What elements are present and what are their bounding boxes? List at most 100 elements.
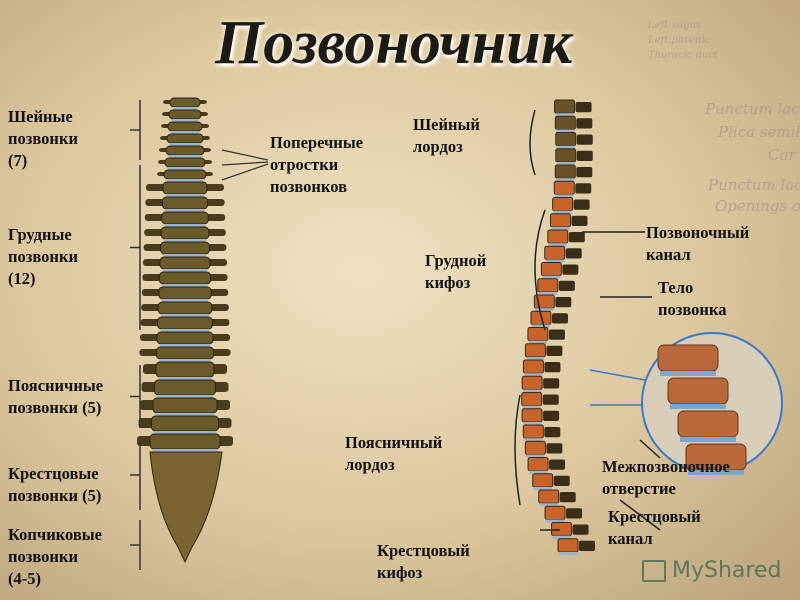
spinous-process: [566, 508, 583, 519]
vertebra: [164, 157, 206, 168]
vertebra: [160, 226, 210, 240]
spinous-process: [544, 362, 561, 373]
bracket-line: [130, 440, 141, 510]
bracket-line: [514, 109, 560, 531]
spinous-process: [562, 264, 579, 275]
spinous-process: [542, 394, 559, 405]
intervertebral-disc: [553, 210, 572, 214]
sacrum: [149, 451, 223, 564]
spinous-process: [565, 248, 582, 259]
vertebra: [162, 181, 208, 195]
vertebral-body: [524, 343, 546, 358]
presentation-icon: [642, 560, 666, 582]
page-title: Позвоночник: [215, 9, 573, 77]
intervertebral-disc: [559, 552, 578, 555]
vertebra: [167, 121, 203, 132]
intervertebral-disc: [163, 269, 207, 272]
spinous-process: [558, 280, 575, 291]
vertebral-body: [544, 245, 566, 260]
bg-text: Plica semil: [718, 123, 800, 141]
vertebral-body: [554, 99, 576, 114]
vertebral-body: [537, 278, 559, 293]
vertebral-body: [524, 440, 546, 455]
label-lumbar-lordosis: Поясничный лордоз: [345, 433, 443, 474]
spinous-process: [576, 134, 593, 145]
label-coccygeal: Копчиковые позвонки (4-5): [8, 525, 102, 588]
vertebral-body: [552, 197, 574, 212]
label-intervertebral-foramen: Межпозвоночное отверстие: [602, 457, 730, 498]
spinous-process: [573, 199, 590, 210]
spinous-process: [551, 313, 568, 324]
intervertebral-disc: [548, 243, 567, 247]
bracket-line: [130, 365, 141, 428]
intervertebral-disc: [538, 292, 557, 295]
label-thoracic: Грудные позвонки (12): [8, 225, 78, 288]
intervertebral-disc: [556, 145, 575, 149]
disc-detail: [688, 470, 744, 475]
bg-text: Thoracic duct: [648, 50, 718, 61]
label-spinal-canal: Позвоночный канал: [646, 223, 750, 264]
vertebral-body: [522, 359, 544, 374]
intervertebral-disc: [164, 239, 206, 242]
vertebral-body: [538, 489, 560, 504]
intervertebral-disc: [170, 143, 200, 146]
vertebral-body: [555, 148, 577, 163]
vertebra: [151, 415, 219, 432]
bracket-line: [130, 520, 141, 570]
intervertebral-disc: [535, 308, 554, 312]
vertebral-body: [522, 424, 544, 439]
intervertebral-disc: [523, 389, 542, 393]
vertebral-body: [521, 375, 543, 390]
label-vertebral-body: Тело позвонка: [658, 278, 727, 319]
bg-text: Openings of: [715, 197, 800, 215]
bg-text: Left phrenic: [648, 35, 711, 46]
intervertebral-disc: [539, 503, 558, 507]
bracket-line: [130, 100, 141, 160]
vertebra: [158, 271, 212, 285]
intervertebral-disc: [522, 405, 541, 409]
intervertebral-disc: [163, 254, 207, 257]
intervertebral-disc: [161, 314, 209, 317]
intervertebral-disc: [542, 275, 561, 279]
intervertebral-disc: [153, 449, 217, 452]
intervertebral-disc: [552, 535, 571, 539]
intervertebral-disc: [157, 395, 213, 398]
spinous-process: [576, 118, 593, 129]
vertebral-body: [554, 164, 576, 179]
vertebra: [163, 169, 207, 180]
intervertebral-disc: [171, 131, 199, 134]
vertebra: [161, 211, 209, 225]
intervertebral-disc: [166, 194, 204, 197]
intervertebral-disc: [162, 284, 208, 287]
bg-text: Punctum lac: [708, 176, 800, 194]
intervertebral-disc: [556, 129, 575, 133]
vertebral-body: [544, 505, 566, 520]
intervertebral-disc: [546, 519, 565, 523]
vertebra: [169, 97, 201, 108]
vertebral-body: [549, 213, 571, 228]
intervertebral-disc: [529, 470, 548, 474]
spinous-process: [553, 475, 570, 486]
spinous-process: [579, 540, 596, 551]
vertebral-body: [532, 473, 554, 488]
spinous-process: [549, 459, 566, 470]
watermark-text: MyShared: [672, 558, 782, 583]
vertebral-body: [554, 115, 576, 130]
label-lumbar: Поясничные позвонки (5): [8, 376, 104, 417]
intervertebral-disc: [556, 162, 575, 165]
label-sacral-kyphosis: Крестцовый кифоз: [377, 541, 470, 582]
vertebral-body: [540, 262, 562, 277]
vertebral-body: [551, 522, 573, 537]
intervertebral-disc: [523, 422, 542, 425]
intervertebral-disc: [167, 179, 203, 182]
vertebra: [149, 433, 221, 450]
intervertebral-disc: [526, 357, 545, 360]
vertebra: [166, 133, 204, 144]
intervertebral-disc: [164, 224, 206, 227]
vertebra: [154, 379, 216, 396]
label-sacral-canal: Крестцовый канал: [608, 507, 701, 548]
disc-detail: [680, 437, 736, 442]
intervertebral-disc: [533, 487, 552, 490]
intervertebral-disc: [159, 377, 211, 380]
